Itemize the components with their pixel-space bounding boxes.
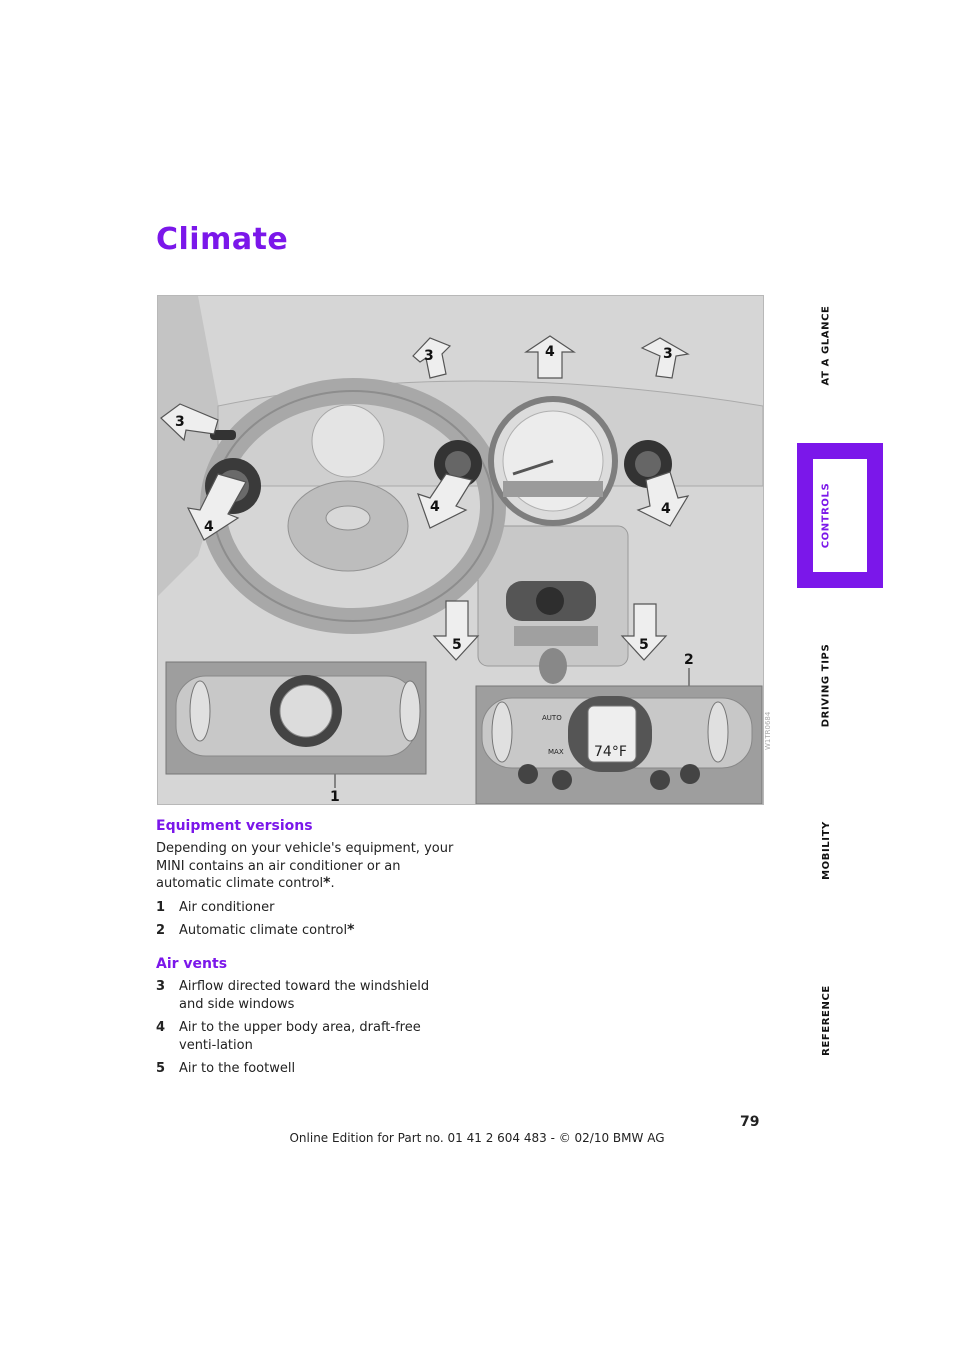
equipment-heading: Equipment versions	[156, 818, 313, 834]
callout-3-left: 3	[424, 348, 434, 364]
list-item: 3 Airflow directed toward the windshield…	[156, 979, 430, 1012]
callout-3-right: 3	[663, 346, 673, 362]
air-vents-section: Air vents 3 Airflow directed toward the …	[156, 956, 456, 1084]
callout-4-top: 4	[545, 344, 555, 360]
temperature-readout: 74°F	[594, 744, 627, 760]
page-number: 79	[740, 1114, 760, 1130]
dashboard-illustration: 3 4 3 3 4 4 4 5 5 2 1 AUTO MAX	[157, 295, 764, 805]
callout-4-left: 4	[204, 519, 214, 535]
equipment-intro: Depending on your vehicle's equipment, y…	[156, 841, 454, 891]
tab-at-a-glance[interactable]: AT A GLANCE	[820, 305, 832, 385]
tab-reference[interactable]: REFERENCE	[820, 984, 832, 1056]
footer: Online Edition for Part no. 01 41 2 604 …	[289, 1131, 665, 1145]
list-item: 4 Air to the upper body area, draft-free…	[156, 1020, 421, 1053]
figure-code: W1TR0684	[764, 711, 772, 750]
air-vents-heading: Air vents	[156, 956, 228, 972]
equipment-section: Equipment versions Depending on your veh…	[156, 818, 456, 946]
list-item: 2 Automatic climate control*	[156, 922, 355, 938]
list-item: 1 Air conditioner	[156, 899, 275, 915]
page-title: Climate	[156, 222, 289, 257]
callout-5-right: 5	[639, 637, 649, 653]
active-tab-marker	[797, 443, 883, 588]
auto-button-label: AUTO	[542, 714, 562, 722]
callout-1: 1	[330, 789, 340, 804]
tab-driving-tips[interactable]: DRIVING TIPS	[820, 643, 832, 727]
tab-mobility[interactable]: MOBILITY	[820, 820, 832, 880]
callout-5-left: 5	[452, 637, 462, 653]
callout-3-side: 3	[175, 414, 185, 430]
callout-4-right: 4	[661, 501, 671, 517]
callout-4-center: 4	[430, 499, 440, 515]
list-item: 5 Air to the footwell	[156, 1061, 296, 1076]
tab-controls[interactable]: CONTROLS	[820, 482, 832, 548]
callout-2: 2	[684, 652, 694, 668]
max-button-label: MAX	[548, 748, 564, 756]
